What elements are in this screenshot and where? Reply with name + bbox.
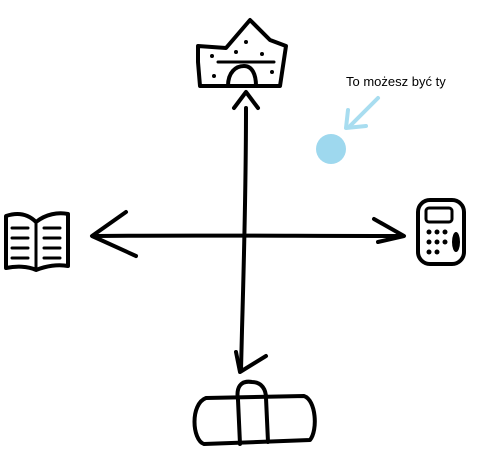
castle-icon [196,18,288,88]
annotation-arrow [348,96,380,128]
annotation-arrowhead [344,108,368,130]
arrowhead-bottom [234,350,268,374]
arrowhead-top [232,90,260,110]
calculator-icon [416,198,466,266]
position-marker-dot [316,134,346,164]
open-book-icon [4,211,70,272]
arrowhead-left [90,210,138,258]
vertical-axis [239,106,248,372]
dumbbell-icon [192,379,317,446]
arrowhead-right [372,217,406,244]
annotation-label: To możesz być ty [346,74,446,89]
